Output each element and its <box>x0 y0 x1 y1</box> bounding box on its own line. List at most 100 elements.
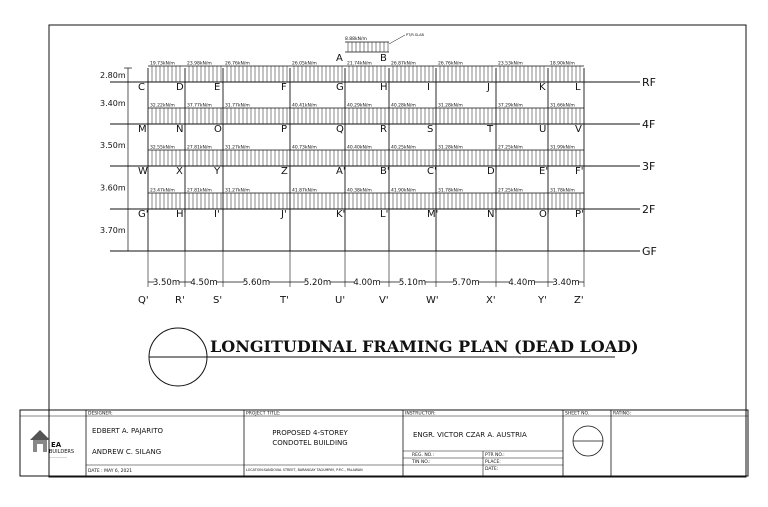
load-value: 40.29kN/m <box>347 103 372 109</box>
load-block-r0-s0: 19.73kN/m <box>148 61 185 82</box>
load-value: 31.27kN/m <box>225 188 250 194</box>
load-value: 32.22kN/m <box>150 103 175 109</box>
drawing-title: LONGITUDINAL FRAMING PLAN (DEAD LOAD) <box>210 337 639 356</box>
place: PLACE: <box>485 459 501 465</box>
date-field: DATE : MAY 6, 2021 <box>88 468 132 474</box>
load-value: 40.40kN/m <box>347 145 372 151</box>
load-block-r1-s2: 31.77kN/m <box>223 103 290 124</box>
load-block-r1-s5: 40.28kN/m <box>389 103 436 124</box>
node-label-C: C <box>138 82 145 93</box>
span-dim-7: 4.40m <box>508 278 535 288</box>
roof-note-leader <box>388 34 406 45</box>
load-block-r0-s7: 23.53kN/m <box>496 61 548 82</box>
load-value: 31.78kN/m <box>550 188 575 194</box>
base-label-3: T' <box>279 295 289 306</box>
node-label-C': C' <box>427 166 437 177</box>
span-dim-bg <box>509 277 535 286</box>
project-label: PROJECT TITLE: <box>246 411 281 417</box>
node-label-D: D <box>176 82 184 93</box>
level-label-2F: 2F <box>642 203 655 216</box>
load-value: 19.73kN/m <box>150 61 175 67</box>
node-label-J': J' <box>280 209 287 220</box>
span-dim-4: 4.00m <box>353 278 380 288</box>
node-label-H': H' <box>176 209 186 220</box>
load-value: 27.25kN/m <box>498 145 523 151</box>
node-label-J: J <box>486 82 490 93</box>
tin-no: TIN NO.: <box>411 459 431 465</box>
node-label-I': I' <box>214 209 220 220</box>
load-value: 37.77kN/m <box>187 103 212 109</box>
load-value: 32.55kN/m <box>150 145 175 151</box>
load-block-r0-s1: 23.98kN/m <box>185 61 223 82</box>
node-label-G: G <box>336 82 344 93</box>
load-block-r3-s4: 40.38kN/m <box>345 188 389 209</box>
designer-label: DESIGNER: <box>88 411 113 417</box>
roof-note: PT/R.SLAB <box>406 33 424 37</box>
span-dim-2: 5.60m <box>243 278 270 288</box>
load-block-r2-s1: 27.81kN/m <box>185 145 223 166</box>
load-value: 23.98kN/m <box>187 61 212 67</box>
node-label-N': N' <box>487 209 497 220</box>
node-label-K: K <box>539 82 546 93</box>
load-block-r3-s0: 23.47kN/m <box>148 188 185 209</box>
span-dim-bg <box>191 277 217 286</box>
load-value: 41.90kN/m <box>391 188 416 194</box>
load-value: 26.76kN/m <box>438 61 463 67</box>
project-title-2: CONDOTEL BUILDING <box>272 439 347 447</box>
node-label-E: E <box>214 82 220 93</box>
storey-height-2: 3.50m <box>100 141 126 150</box>
load-value: 26.76kN/m <box>225 61 250 67</box>
node-label-K': K' <box>336 209 345 220</box>
span-dim-bg <box>354 277 380 286</box>
instructor-name: ENGR. VICTOR CZAR A. AUSTRIA <box>413 431 527 439</box>
node-label-I: I <box>427 82 430 93</box>
node-label-O: O <box>214 124 222 135</box>
load-block-r0-s2: 26.76kN/m <box>223 61 290 82</box>
ptr-no: PTR NO.: <box>485 452 505 458</box>
storey-height-3: 3.60m <box>100 184 126 193</box>
load-block-r0-s3: 26.05kN/m <box>290 61 345 82</box>
load-block-r3-s7: 27.25kN/m <box>496 188 548 209</box>
node-label-Z: Z <box>281 166 288 177</box>
base-label-9: Z' <box>574 295 584 306</box>
location-field: LOCATION:SANDOVAL STREET, BARANGAY TAGUM… <box>246 468 363 472</box>
span-dim-bg <box>154 277 179 286</box>
span-dim-bg <box>553 277 579 286</box>
storey-height-1: 3.40m <box>100 99 126 108</box>
span-dim-bg <box>305 277 330 286</box>
logo-rule: —————— <box>49 455 67 459</box>
span-dim-5: 5.10m <box>399 278 426 288</box>
node-label-G': G' <box>138 209 149 220</box>
node-label-P': P' <box>575 209 584 220</box>
sheet-no-label: SHEET NO. <box>565 411 589 417</box>
load-value: 21.74kN/m <box>347 61 372 67</box>
load-block-r3-s1: 27.81kN/m <box>185 188 223 209</box>
base-label-2: S' <box>213 295 222 306</box>
load-block-r2-s5: 40.25kN/m <box>389 145 436 166</box>
span-dim-bg <box>453 277 479 286</box>
load-block-r1-s8: 31.66kN/m <box>548 103 584 124</box>
logo-text-ea: EA <box>51 441 62 449</box>
reg-no: REG. NO.: <box>412 452 434 458</box>
load-value: 40.28kN/m <box>391 103 416 109</box>
load-value: 40.38kN/m <box>347 188 372 194</box>
load-block-r2-s2: 31.27kN/m <box>223 145 290 166</box>
load-block-r2-s4: 40.40kN/m <box>345 145 389 166</box>
load-block-r0-s8: 18.90kN/m <box>548 61 584 82</box>
load-value: 23.47kN/m <box>150 188 175 194</box>
node-label-L': L' <box>380 209 388 220</box>
load-value: 23.53kN/m <box>498 61 523 67</box>
level-label-RF: RF <box>642 76 656 89</box>
base-label-6: W' <box>426 295 439 306</box>
node-label-M': M' <box>427 209 438 220</box>
span-dim-0: 3.50m <box>153 278 180 288</box>
logo-text-builders: BUILDERS <box>49 449 74 455</box>
load-block-r2-s7: 27.25kN/m <box>496 145 548 166</box>
load-block-r3-s8: 31.78kN/m <box>548 188 584 209</box>
load-block-r2-s3: 40.73kN/m <box>290 145 345 166</box>
span-dim-bg <box>244 277 269 286</box>
load-value: 37.29kN/m <box>498 103 523 109</box>
node-label-E': E' <box>539 166 548 177</box>
node-label-S: S <box>427 124 433 135</box>
